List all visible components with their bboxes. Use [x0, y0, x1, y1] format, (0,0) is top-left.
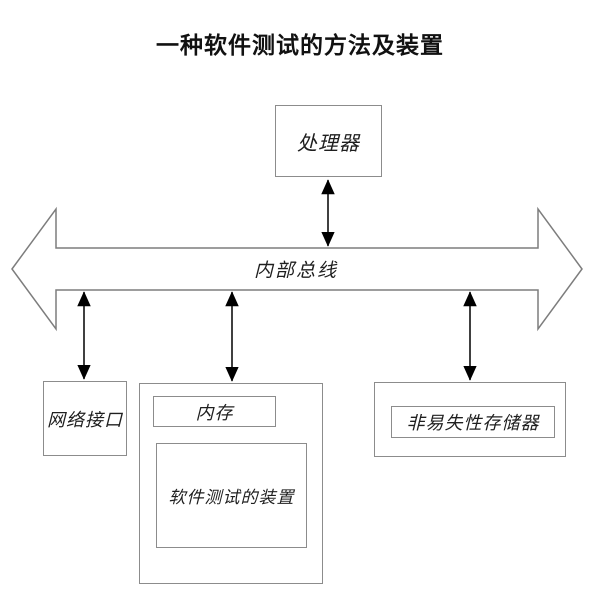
internal-bus-label: 内部总线: [253, 259, 339, 282]
nonvolatile-storage-title-box: 非易失性存储器: [391, 406, 555, 438]
software-testing-device-label: 软件测试的装置: [168, 488, 295, 508]
software-testing-device-box: 软件测试的装置: [156, 443, 307, 548]
processor-box: 处理器: [275, 105, 382, 177]
figure-title: 一种软件测试的方法及装置: [156, 32, 444, 58]
processor-label: 处理器: [297, 130, 360, 155]
network-interface-box: 网络接口: [43, 381, 127, 456]
network-interface-label: 网络接口: [47, 409, 123, 431]
nonvolatile-storage-label: 非易失性存储器: [406, 413, 540, 434]
memory-title-box: 内存: [153, 396, 276, 427]
memory-label: 内存: [195, 402, 234, 424]
